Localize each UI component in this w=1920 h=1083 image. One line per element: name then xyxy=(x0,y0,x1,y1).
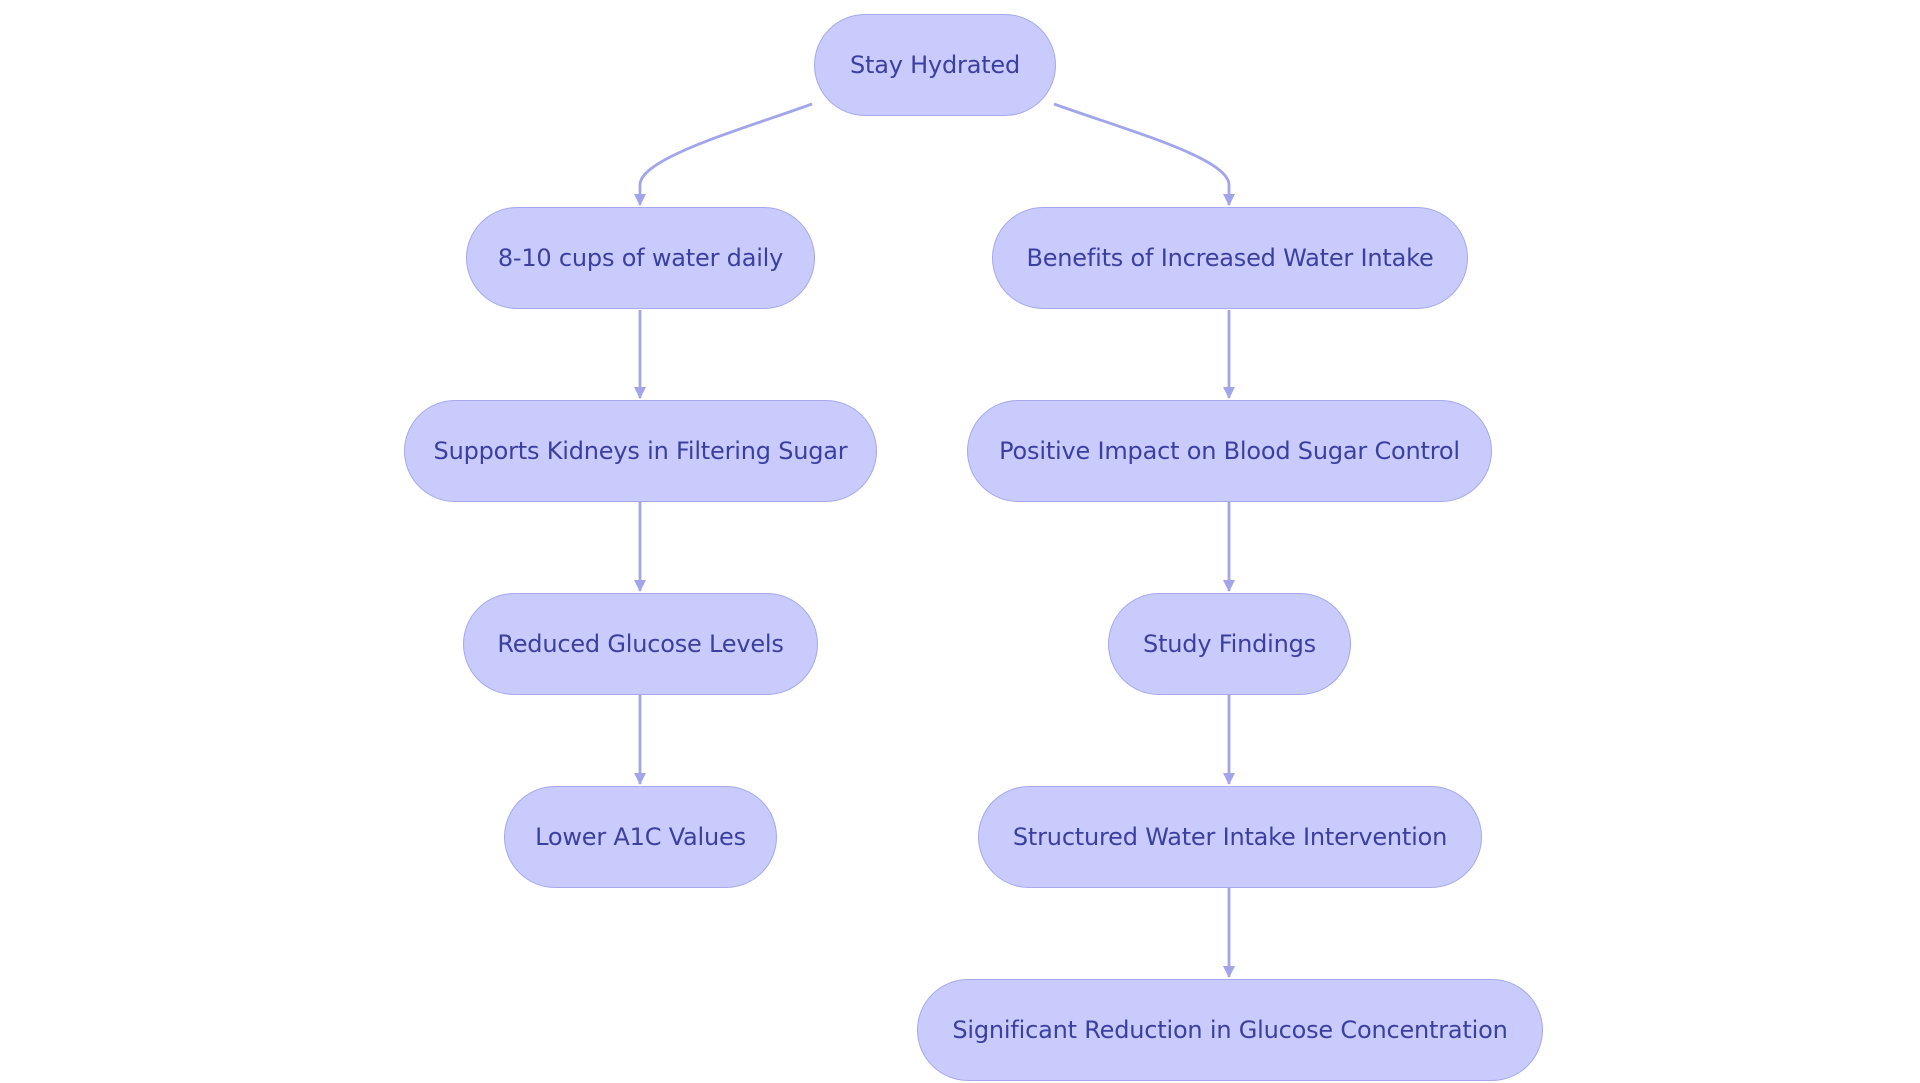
node-cups-daily: 8-10 cups of water daily xyxy=(466,207,815,309)
node-reduced-glucose: Reduced Glucose Levels xyxy=(463,593,818,695)
node-stay-hydrated: Stay Hydrated xyxy=(814,14,1056,116)
node-supports-kidneys: Supports Kidneys in Filtering Sugar xyxy=(404,400,877,502)
node-study-findings: Study Findings xyxy=(1108,593,1351,695)
node-significant-reduction: Significant Reduction in Glucose Concent… xyxy=(917,979,1543,1081)
node-positive-impact: Positive Impact on Blood Sugar Control xyxy=(967,400,1492,502)
node-structured-intervention: Structured Water Intake Intervention xyxy=(978,786,1482,888)
edge-stay-hydrated-to-benefits xyxy=(1053,102,1235,206)
node-lower-a1c: Lower A1C Values xyxy=(504,786,777,888)
edge-stay-hydrated-to-cups-daily xyxy=(634,102,813,206)
node-benefits: Benefits of Increased Water Intake xyxy=(992,207,1468,309)
